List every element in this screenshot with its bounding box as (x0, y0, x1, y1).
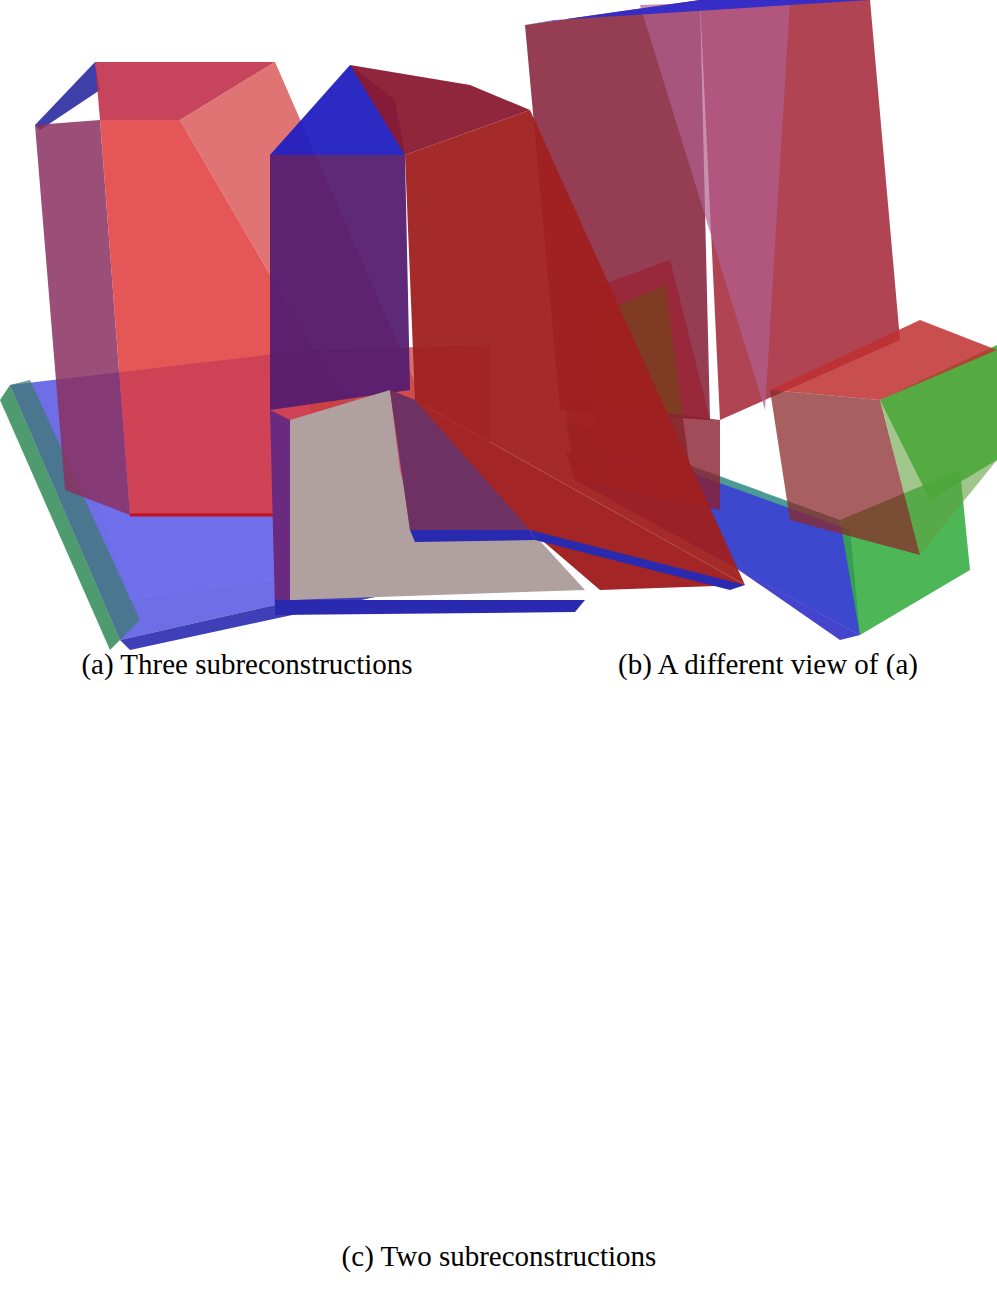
figure-caption: (c) Two subreconstructions (342, 1240, 657, 1273)
figure-caption: (b) A different view of (a) (618, 648, 918, 681)
render-c (270, 65, 745, 1230)
figure-caption: (a) Three subreconstructions (81, 648, 412, 681)
